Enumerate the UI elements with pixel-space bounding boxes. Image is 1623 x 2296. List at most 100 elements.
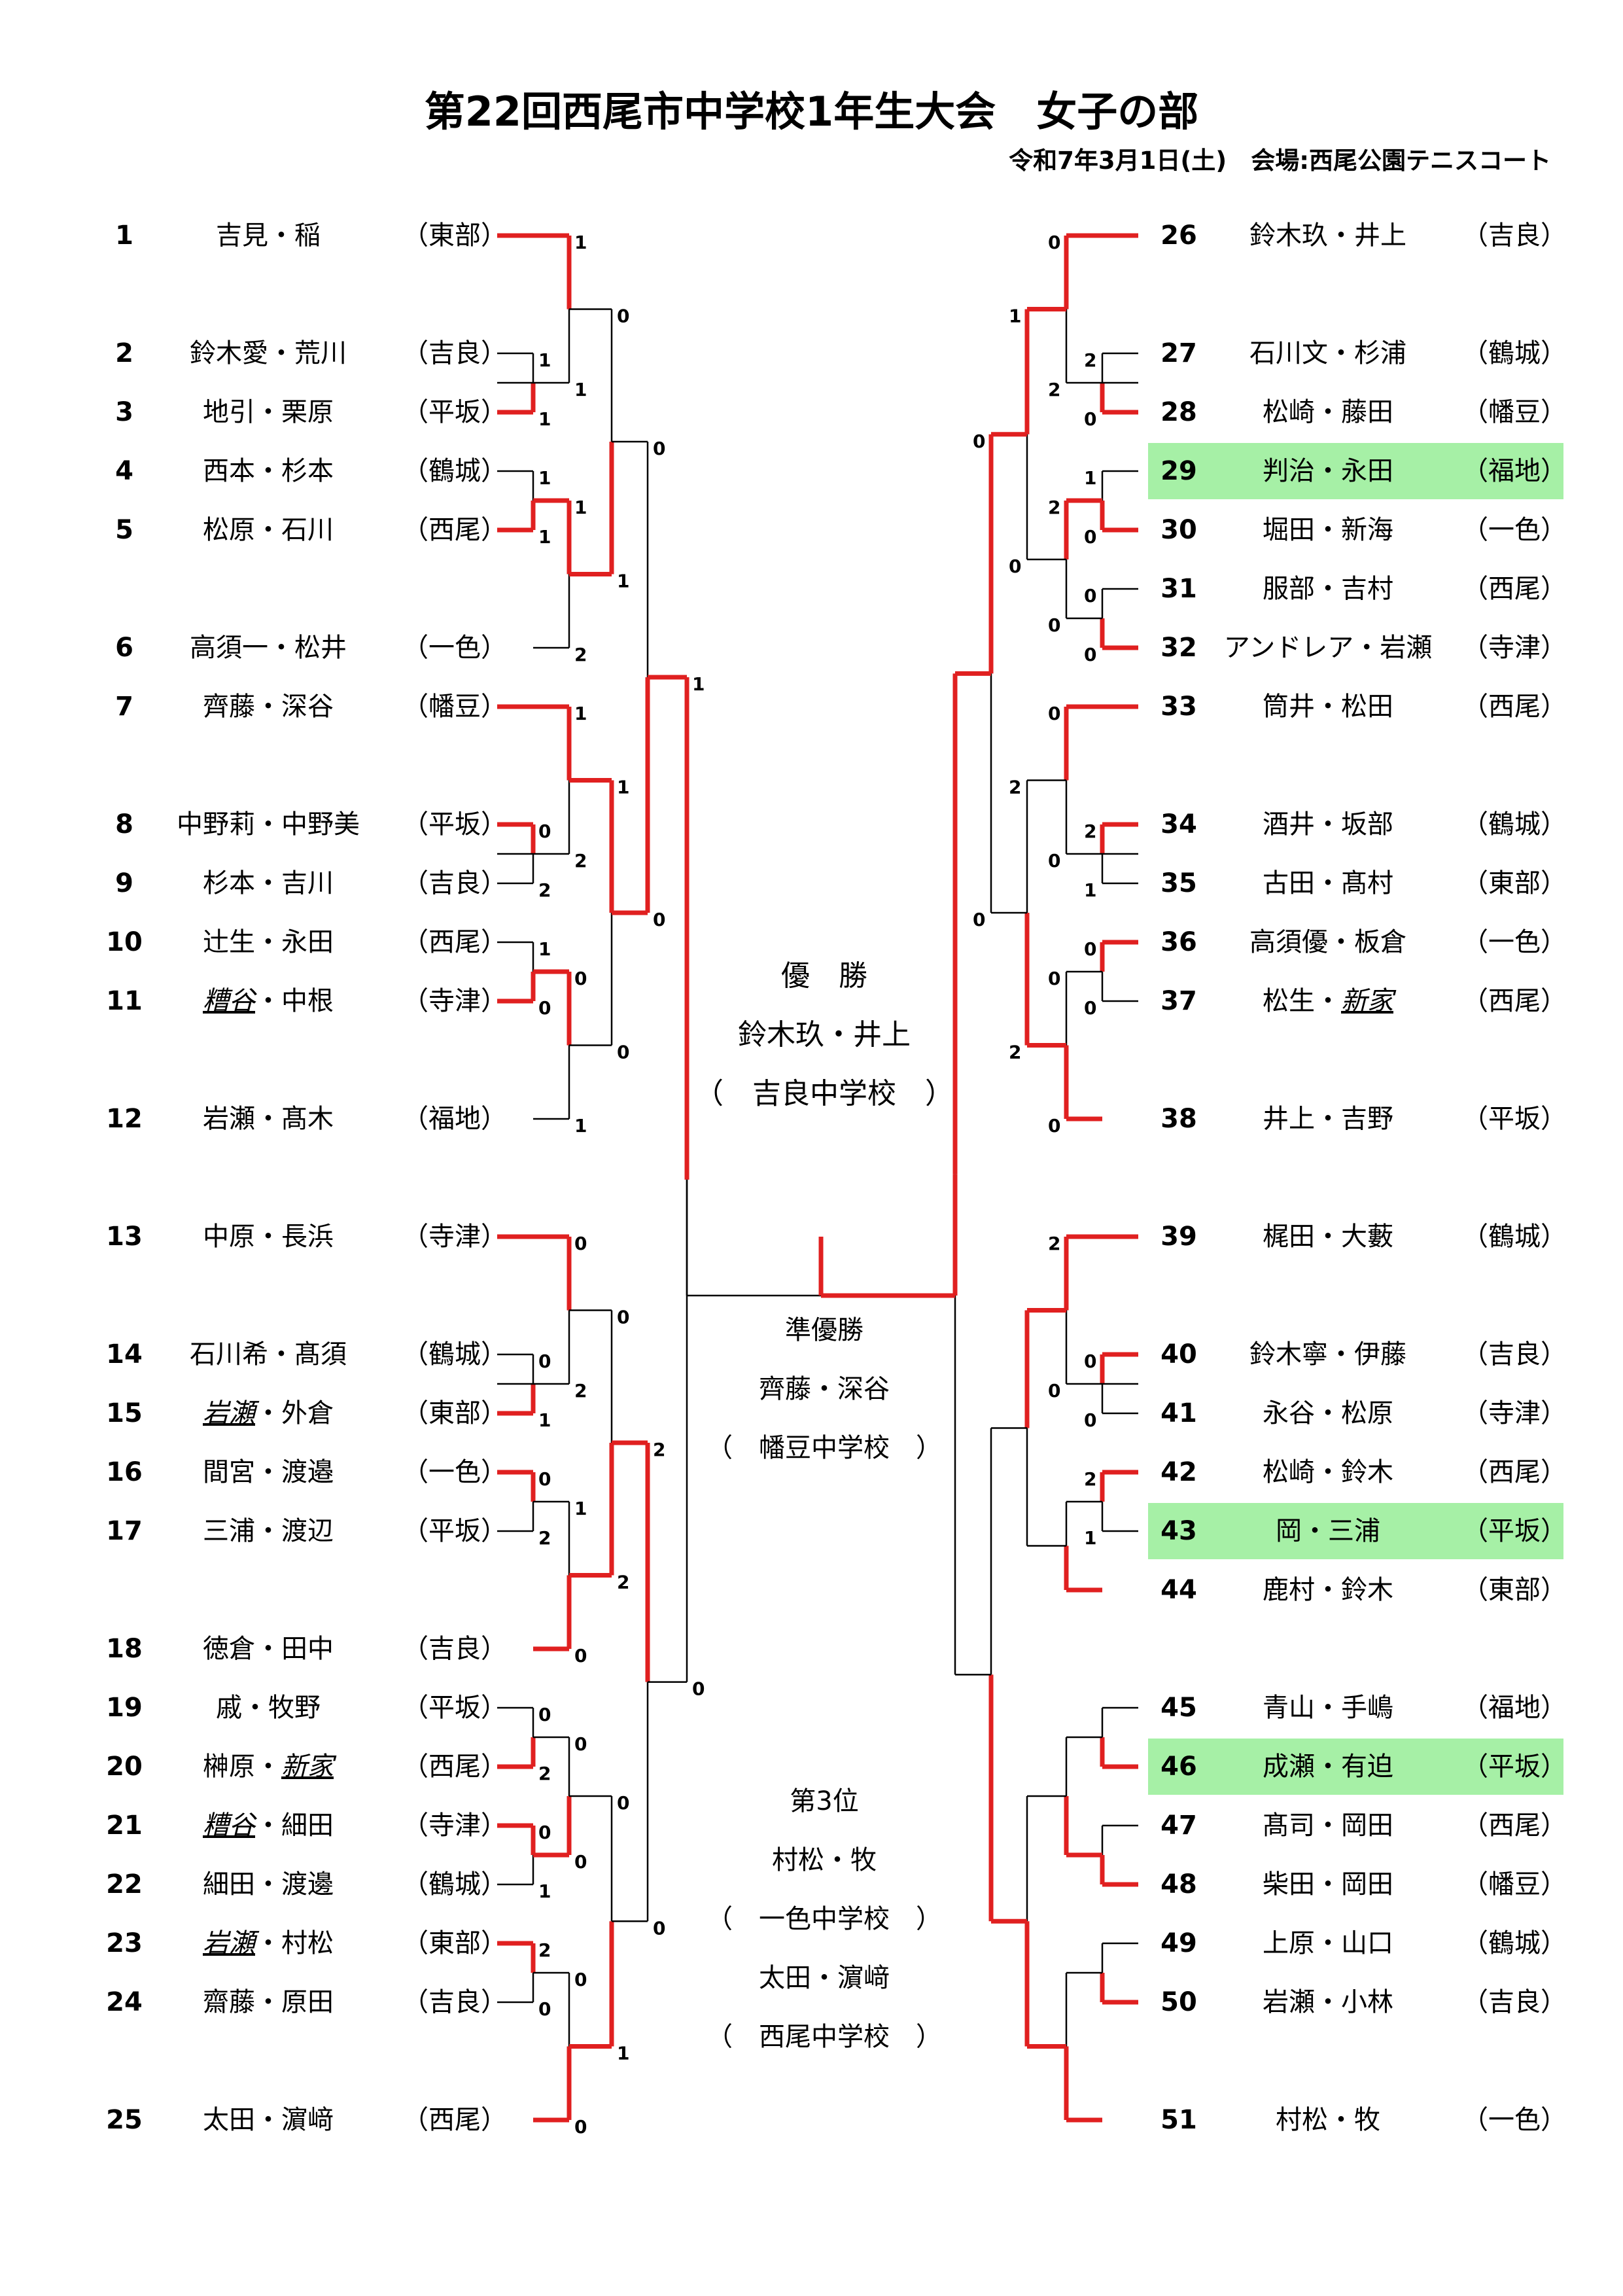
- match-score: 0: [1084, 938, 1096, 960]
- entry-school: （吉良）: [1462, 1339, 1567, 1369]
- entry-number: 23: [106, 1928, 143, 1958]
- runnerup-names: 齊藤・深谷: [759, 1374, 890, 1404]
- entry-number: 32: [1161, 633, 1197, 663]
- entry-names-part: 榊原・: [203, 1752, 281, 1782]
- match-score: 0: [538, 997, 551, 1019]
- match-score: 1: [1084, 467, 1096, 489]
- match-score: 2: [653, 1439, 665, 1460]
- entry-school: （平坂）: [1462, 1752, 1567, 1782]
- entry-number: 33: [1161, 692, 1197, 722]
- entry-names: 鈴木愛・荒川: [190, 338, 347, 368]
- entry-number: 15: [106, 1398, 143, 1428]
- entry-names-part: ・中根: [255, 986, 334, 1016]
- entry-names: 酒井・坂部: [1263, 809, 1393, 839]
- match-score: 2: [1084, 1468, 1096, 1490]
- match-score: 0: [617, 1042, 629, 1063]
- entry-number: 34: [1161, 809, 1197, 839]
- entry-school: （鶴城）: [1462, 809, 1567, 839]
- entry-number: 16: [106, 1457, 143, 1487]
- entry-number: 31: [1161, 574, 1197, 604]
- entry-number: 36: [1161, 927, 1197, 957]
- entry-school: （福地）: [1462, 1693, 1567, 1723]
- entry-number: 1: [115, 221, 133, 251]
- match-score: 0: [1048, 1380, 1060, 1402]
- match-score: 1: [574, 1498, 587, 1519]
- entry-number: 10: [106, 927, 143, 957]
- match-score: 0: [653, 438, 665, 459]
- match-score: 0: [538, 1468, 551, 1490]
- entry-names: 高須優・板倉: [1249, 927, 1406, 957]
- match-score: 1: [1084, 879, 1096, 901]
- match-score: 0: [538, 821, 551, 842]
- entry-names: 鹿村・鈴木: [1263, 1575, 1393, 1605]
- match-score: 1: [574, 379, 587, 400]
- entry-names: アンドレア・岩瀬: [1223, 633, 1433, 663]
- match-score: 1: [617, 777, 629, 798]
- entry-number: 22: [106, 1869, 143, 1899]
- match-score: 0: [973, 431, 985, 452]
- match-score: 0: [1048, 1115, 1060, 1137]
- match-score: 0: [1084, 644, 1096, 665]
- third1-school: （ 一色中学校 ）: [707, 1904, 942, 1934]
- bracket-entry: 32 アンドレア・岩瀬 （寺津）: [0, 628, 1623, 667]
- entry-number: 35: [1161, 868, 1197, 898]
- entry-names: 鈴木寧・伊藤: [1249, 1339, 1406, 1369]
- entry-names: 梶田・大藪: [1263, 1222, 1393, 1252]
- page-title: 第22回西尾市中学校1年生大会 女子の部: [424, 88, 1199, 135]
- entry-number: 42: [1161, 1457, 1197, 1487]
- match-score: 2: [1048, 1233, 1060, 1254]
- match-score: 0: [617, 306, 629, 327]
- entry-school: （寺津）: [1462, 633, 1567, 663]
- entry-names: 三浦・渡辺: [203, 1516, 334, 1546]
- entry-school: （西尾）: [1462, 574, 1567, 604]
- entry-number: 49: [1161, 1928, 1197, 1958]
- match-score: 0: [1084, 1351, 1096, 1372]
- entry-school: （鶴城）: [1462, 1222, 1567, 1252]
- entry-number: 14: [106, 1339, 143, 1369]
- match-score: 2: [538, 879, 551, 901]
- entry-names: 堀田・新海: [1263, 515, 1393, 545]
- champion-school: （ 吉良中学校 ）: [695, 1077, 954, 1110]
- match-score: 2: [617, 1572, 629, 1593]
- entry-number: 38: [1161, 1104, 1197, 1134]
- entry-number: 21: [106, 1810, 143, 1841]
- entry-names: 中原・長浜: [203, 1222, 334, 1252]
- entry-number: 27: [1161, 338, 1197, 368]
- match-score: 2: [1048, 379, 1060, 400]
- match-score: 0: [1048, 614, 1060, 636]
- entry-number: 18: [106, 1634, 143, 1664]
- match-score: 1: [617, 571, 629, 592]
- entry-names: 判治・永田: [1263, 456, 1393, 486]
- entry-names: 西本・杉本: [203, 456, 334, 486]
- entry-number: 44: [1161, 1575, 1197, 1605]
- entry-names: 吉見・稲: [216, 221, 321, 251]
- entry-school: （平坂）: [1462, 1516, 1567, 1546]
- match-score: 1: [538, 938, 551, 960]
- match-score: 0: [973, 909, 985, 930]
- match-score: 2: [1009, 777, 1021, 798]
- entry-school: （幡豆）: [1462, 397, 1567, 427]
- entry-school: （鶴城）: [1462, 1928, 1567, 1958]
- match-score: 2: [538, 1763, 551, 1784]
- entry-number: 47: [1161, 1810, 1197, 1841]
- entry-number: 39: [1161, 1222, 1197, 1252]
